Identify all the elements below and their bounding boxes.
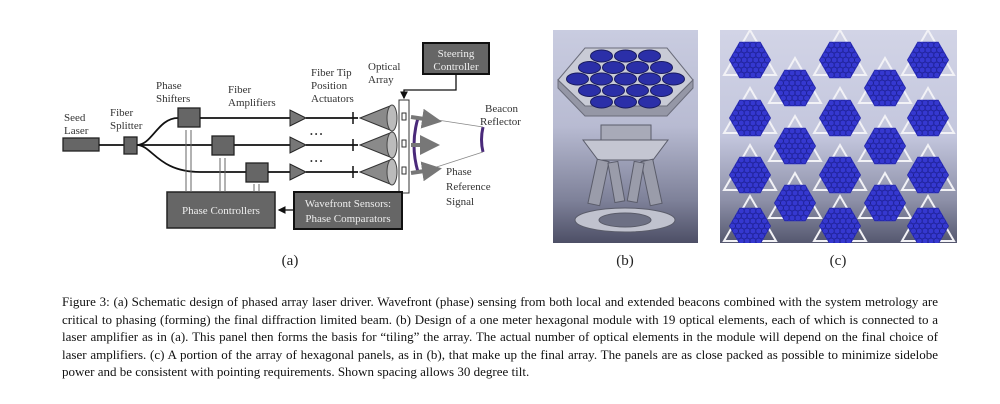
phase-controllers-box (166, 191, 276, 229)
optical-element (602, 61, 625, 74)
beacon-reflector (480, 126, 485, 153)
hexagonal-panel (812, 194, 868, 245)
hexagonal-panel (900, 194, 956, 245)
optical-elements (566, 49, 685, 109)
optical-element (578, 84, 601, 97)
hexagonal-panel (812, 86, 868, 137)
hexagonal-panel (857, 56, 913, 107)
hexagonal-panel (857, 171, 913, 222)
phase-shifter-3 (245, 162, 269, 183)
hexagonal-panel (722, 143, 778, 194)
hexagonal-panel (722, 194, 778, 245)
optical-element (590, 49, 613, 63)
hexagonal-panel (900, 86, 956, 137)
label-fiber-amplifiers: Fiber (228, 84, 252, 96)
label-fiber-splitter: Fiber (110, 107, 134, 119)
label-optical-array: Optical (368, 61, 400, 73)
hexagonal-panel (812, 28, 868, 79)
hexagonal-panel (767, 171, 823, 222)
svg-text:Actuators: Actuators (311, 93, 354, 105)
tiled-array-image (720, 28, 957, 245)
optical-element (626, 61, 649, 74)
seed-laser-block (62, 137, 100, 152)
svg-text:Reflector: Reflector (480, 116, 521, 128)
optical-element (638, 49, 661, 63)
label-beacon-reflector: Beacon (485, 103, 518, 115)
schematic-diagram: Steering Controller Phase Controllers Wa… (62, 42, 521, 230)
optical-element (638, 72, 661, 86)
hexagonal-module-illustration (557, 47, 694, 233)
hexagonal-panel-array (722, 28, 956, 245)
optical-element (578, 61, 601, 74)
optical-element (590, 72, 613, 86)
label-seed: Seed (64, 112, 86, 124)
optical-element (650, 61, 673, 74)
optical-element (590, 95, 613, 109)
svg-text:Controller: Controller (433, 61, 479, 73)
optical-element (662, 72, 685, 86)
svg-text:Laser: Laser (64, 125, 89, 137)
hexagonal-panel (857, 114, 913, 165)
svg-text:Array: Array (368, 74, 394, 86)
sublabel-a: (a) (281, 253, 299, 269)
svg-text:Phase Comparators: Phase Comparators (305, 213, 390, 225)
module-render-image (553, 30, 698, 243)
ellipsis: • • • (310, 130, 323, 139)
ellipsis: • • • (310, 157, 323, 166)
hexagonal-panel (812, 143, 868, 194)
sublabel-c: (c) (829, 253, 847, 269)
hexagonal-panel (900, 28, 956, 79)
optical-element (614, 72, 637, 86)
svg-text:Amplifiers: Amplifiers (228, 97, 276, 109)
label-phase-shifters: Phase (156, 80, 182, 92)
hexagonal-panel (767, 56, 823, 107)
hexagonal-panel (767, 114, 823, 165)
svg-text:Position: Position (311, 80, 348, 92)
optical-array-lenses (358, 104, 398, 186)
optical-element (614, 49, 637, 63)
optical-element (650, 84, 673, 97)
optical-element (614, 95, 637, 109)
optical-element (602, 84, 625, 97)
steering-controller-box (422, 42, 490, 75)
hexagonal-panel (722, 86, 778, 137)
phase-shifter-1 (177, 107, 201, 128)
optical-element (638, 95, 661, 109)
optical-element (626, 84, 649, 97)
fiber-splitter-block (123, 136, 138, 155)
svg-text:Shifters: Shifters (156, 93, 190, 105)
hexagonal-panel (900, 143, 956, 194)
svg-text:Splitter: Splitter (110, 120, 143, 132)
svg-text:Signal: Signal (446, 196, 474, 208)
steering-controller-label: Steering (438, 48, 475, 60)
fiber-amplifiers (289, 109, 308, 181)
wavefront-sensors-label: Wavefront Sensors: (305, 198, 391, 210)
sublabel-b: (b) (616, 253, 634, 269)
label-phase-reference: Phase (446, 166, 472, 178)
label-fiber-tip: Fiber Tip (311, 67, 352, 79)
hexagonal-panel (722, 28, 778, 79)
figure-caption: Figure 3: (a) Schematic design of phased… (62, 294, 938, 379)
phase-controllers-label: Phase Controllers (182, 205, 260, 217)
phase-shifter-2 (211, 135, 235, 156)
svg-text:Reference: Reference (446, 181, 491, 193)
optical-element (566, 72, 589, 86)
